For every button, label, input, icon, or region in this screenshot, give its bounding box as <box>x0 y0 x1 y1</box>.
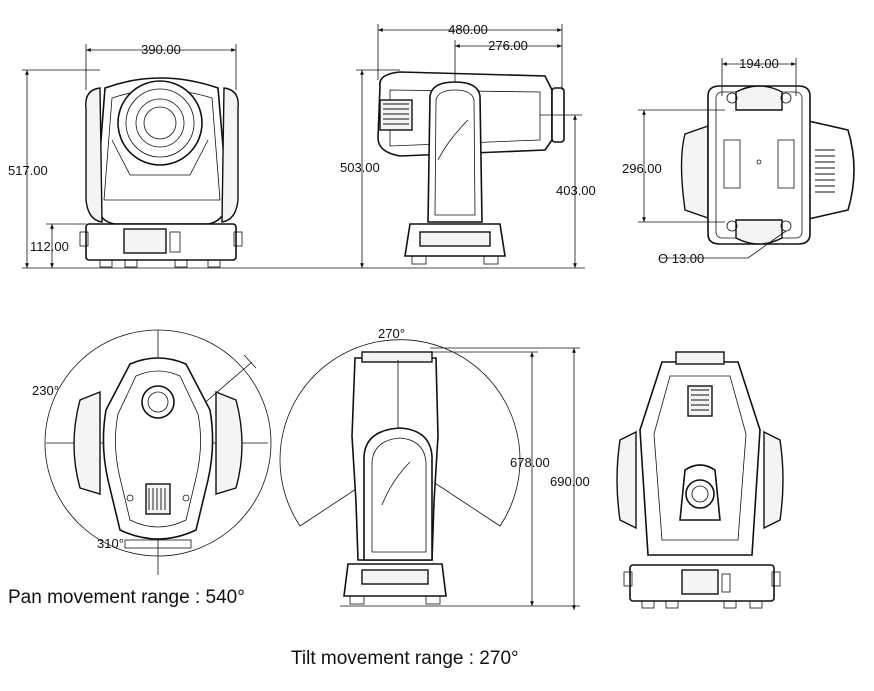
dim-pan-angle-a: 230° <box>32 383 59 398</box>
dim-front-base: 112.00 <box>30 239 69 254</box>
side-view: 480.00 276.00 503.00 403.00 <box>340 22 596 268</box>
dim-pan-angle-b: 310° <box>97 536 124 551</box>
dim-tilt-inner: 678.00 <box>510 455 550 470</box>
top-view: 194.00 296.00 O 13.00 <box>622 56 855 266</box>
dim-top-hole: O 13.00 <box>658 251 704 266</box>
dim-side-pivot: 403.00 <box>556 183 596 198</box>
pan-view: 230° 310° <box>32 329 272 575</box>
dim-side-height: 503.00 <box>340 160 380 175</box>
pan-caption: Pan movement range : 540° <box>8 587 245 608</box>
dim-front-height: 517.00 <box>8 163 48 178</box>
dim-top-width: 194.00 <box>739 56 779 71</box>
dim-top-depth: 296.00 <box>622 161 662 176</box>
dim-tilt-outer: 690.00 <box>550 474 590 489</box>
front-view: 390.00 517.00 112.00 <box>8 42 243 268</box>
dim-side-offset: 276.00 <box>488 38 528 53</box>
rear-view <box>616 351 784 609</box>
dim-tilt-angle: 270° <box>378 326 405 341</box>
tilt-caption: Tilt movement range : 270° <box>291 648 519 669</box>
tilt-view: 270° 678.00 690.00 <box>279 326 590 610</box>
dim-front-width: 390.00 <box>141 42 181 57</box>
dim-side-length: 480.00 <box>448 22 488 37</box>
